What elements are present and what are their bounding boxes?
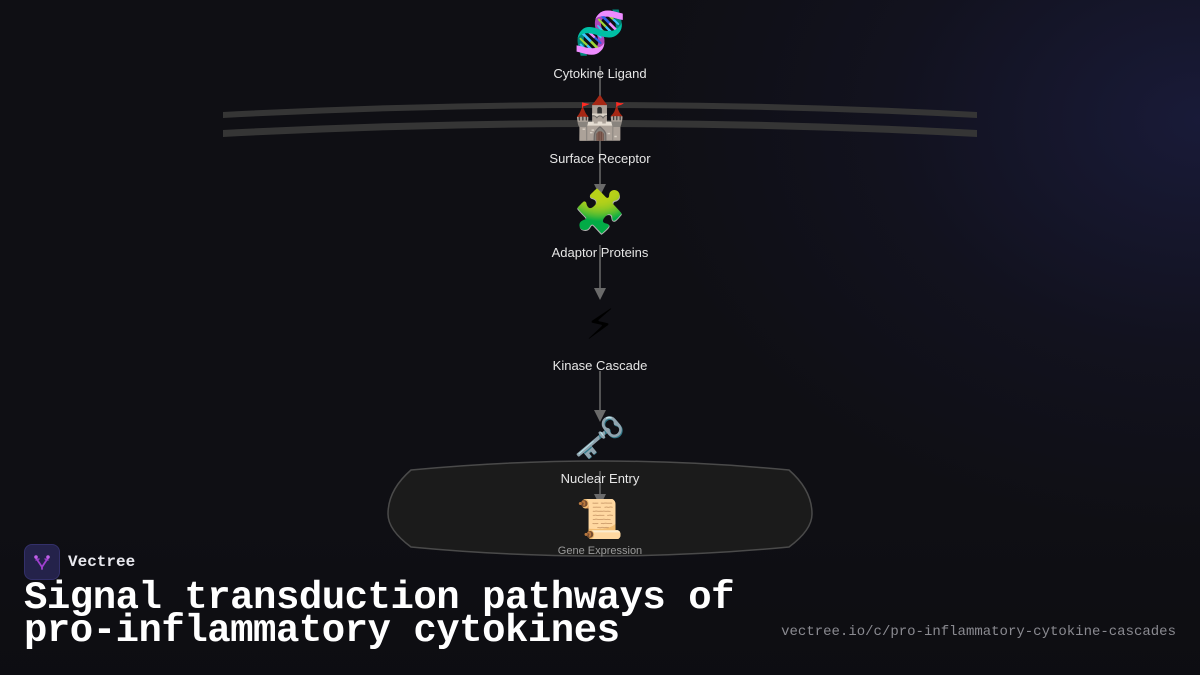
- node-nuclear-entry[interactable]: 🗝️ Nuclear Entry: [500, 413, 700, 486]
- page-title: Signal transduction pathways of pro-infl…: [24, 579, 735, 651]
- source-url-link[interactable]: vectree.io/c/pro-inflammatory-cytokine-c…: [781, 624, 1176, 640]
- cell-membrane-outer: [223, 102, 977, 118]
- node-kinase-cascade[interactable]: ⚡ Kinase Cascade: [500, 300, 700, 373]
- puzzle-piece-icon: 🧩: [573, 187, 627, 236]
- lightning-icon: ⚡: [585, 300, 615, 349]
- node-cytokine-ligand[interactable]: 🧬 Cytokine Ligand: [500, 8, 700, 81]
- cell-membrane-inner: [223, 120, 977, 137]
- node-gene-expression[interactable]: 📜 Gene Expression: [500, 497, 700, 557]
- node-surface-receptor[interactable]: 🏰 Surface Receptor: [500, 93, 700, 166]
- title-line-2: pro-inflammatory cytokines: [24, 609, 620, 653]
- node-adaptor-proteins[interactable]: 🧩 Adaptor Proteins: [500, 187, 700, 260]
- nucleus: [387, 460, 813, 557]
- node-label: Adaptor Proteins: [551, 245, 649, 260]
- node-label: Kinase Cascade: [552, 358, 648, 373]
- node-label: Cytokine Ligand: [553, 66, 647, 81]
- node-label: Surface Receptor: [549, 151, 651, 166]
- brand[interactable]: Vectree: [24, 544, 135, 580]
- node-label: Gene Expression: [557, 545, 643, 557]
- title-line-1: Signal transduction pathways of: [24, 576, 735, 620]
- brand-name: Vectree: [68, 553, 136, 571]
- dna-icon: 🧬: [573, 8, 627, 57]
- key-icon: 🗝️: [573, 413, 627, 462]
- castle-icon: 🏰: [573, 93, 627, 142]
- scroll-icon: 📜: [576, 497, 624, 541]
- node-label: Nuclear Entry: [560, 471, 640, 486]
- vectree-logo-icon: [24, 544, 60, 580]
